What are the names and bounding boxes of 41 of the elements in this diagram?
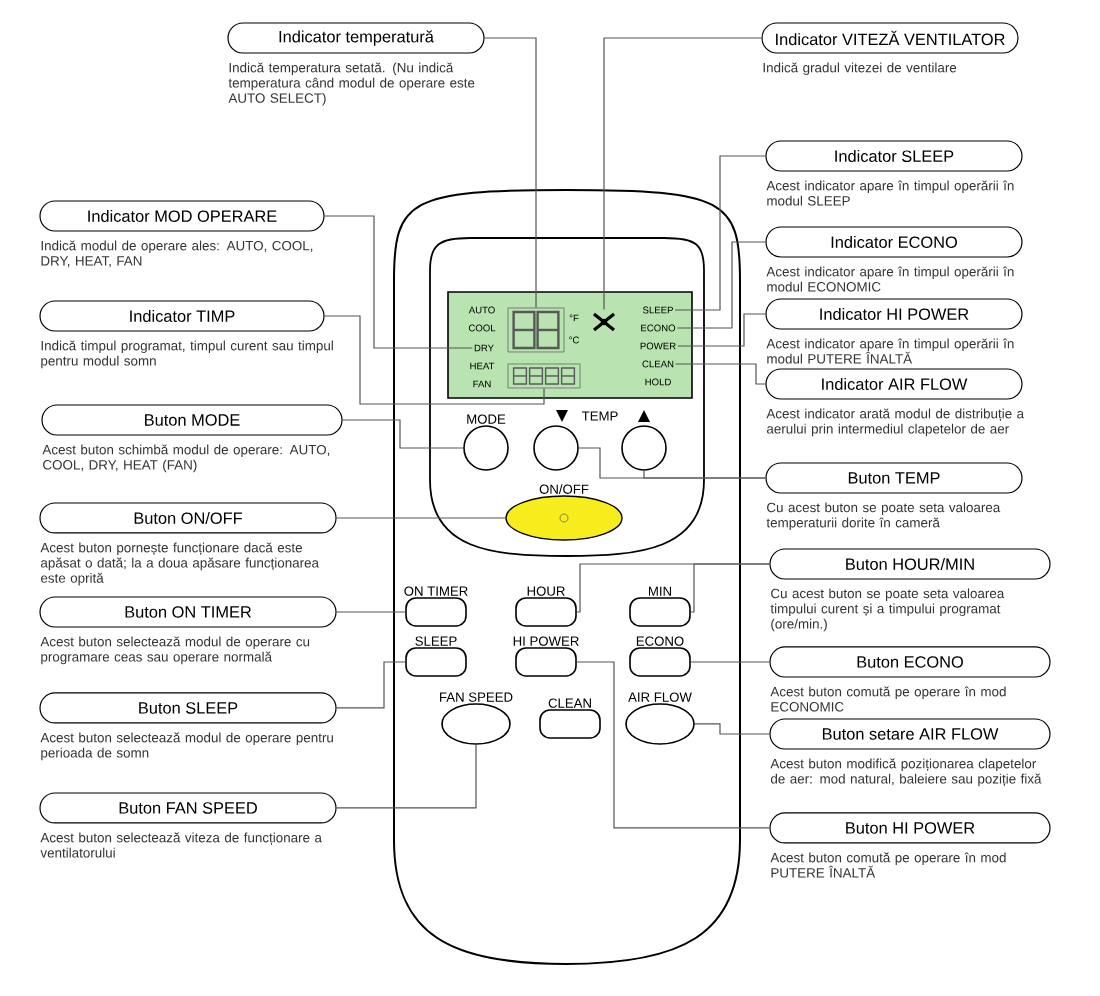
leader-line <box>336 611 406 613</box>
leader-line <box>694 723 770 735</box>
callout-box: Indicator temperatură <box>227 22 485 54</box>
callout-box: Indicator MOD OPERARE <box>39 200 325 232</box>
callout-box: Buton HI POWER <box>769 812 1051 844</box>
callout-box: Indicator TIMP <box>39 300 325 332</box>
round-button <box>533 425 579 471</box>
digit-display <box>507 363 581 389</box>
leader-line <box>674 155 766 311</box>
leader-line <box>342 419 464 449</box>
leader-line <box>576 661 770 829</box>
leader-line <box>324 215 473 349</box>
callout-box: Indicator SLEEP <box>765 140 1023 172</box>
leader-line <box>677 313 766 347</box>
round-button <box>621 425 667 471</box>
callout-box: Indicator HI POWER <box>765 298 1023 330</box>
callout-box: Buton HOUR/MIN <box>769 548 1051 580</box>
digit-display <box>507 307 565 353</box>
callout-box: Buton ON TIMER <box>39 596 337 628</box>
callout-box: Buton SLEEP <box>39 692 337 724</box>
callout-box: Indicator AIR FLOW <box>765 368 1023 400</box>
leader-line <box>336 517 506 519</box>
leader-line <box>675 363 766 385</box>
leader-line <box>643 470 766 479</box>
callout-box: Indicator VITEZĂ VENTILATOR <box>761 22 1019 54</box>
callout-box: Buton FAN SPEED <box>39 792 337 824</box>
callout-box: Buton TEMP <box>765 462 1023 494</box>
callout-box: Indicator ECONO <box>765 226 1023 258</box>
leader-line <box>324 315 545 405</box>
fan-icon <box>593 312 615 332</box>
callout-box: Buton ON/OFF <box>39 502 337 534</box>
leader-line <box>484 37 537 309</box>
callout-box: Buton MODE <box>41 404 343 436</box>
leader-line <box>690 563 770 613</box>
callout-box: Buton setare AIR FLOW <box>769 718 1051 750</box>
leader-line <box>676 241 766 329</box>
leader-line <box>603 37 762 311</box>
leader-line <box>336 744 477 809</box>
leader-line <box>336 661 406 709</box>
callout-box: Buton ECONO <box>769 646 1051 678</box>
leader-line <box>690 661 770 663</box>
